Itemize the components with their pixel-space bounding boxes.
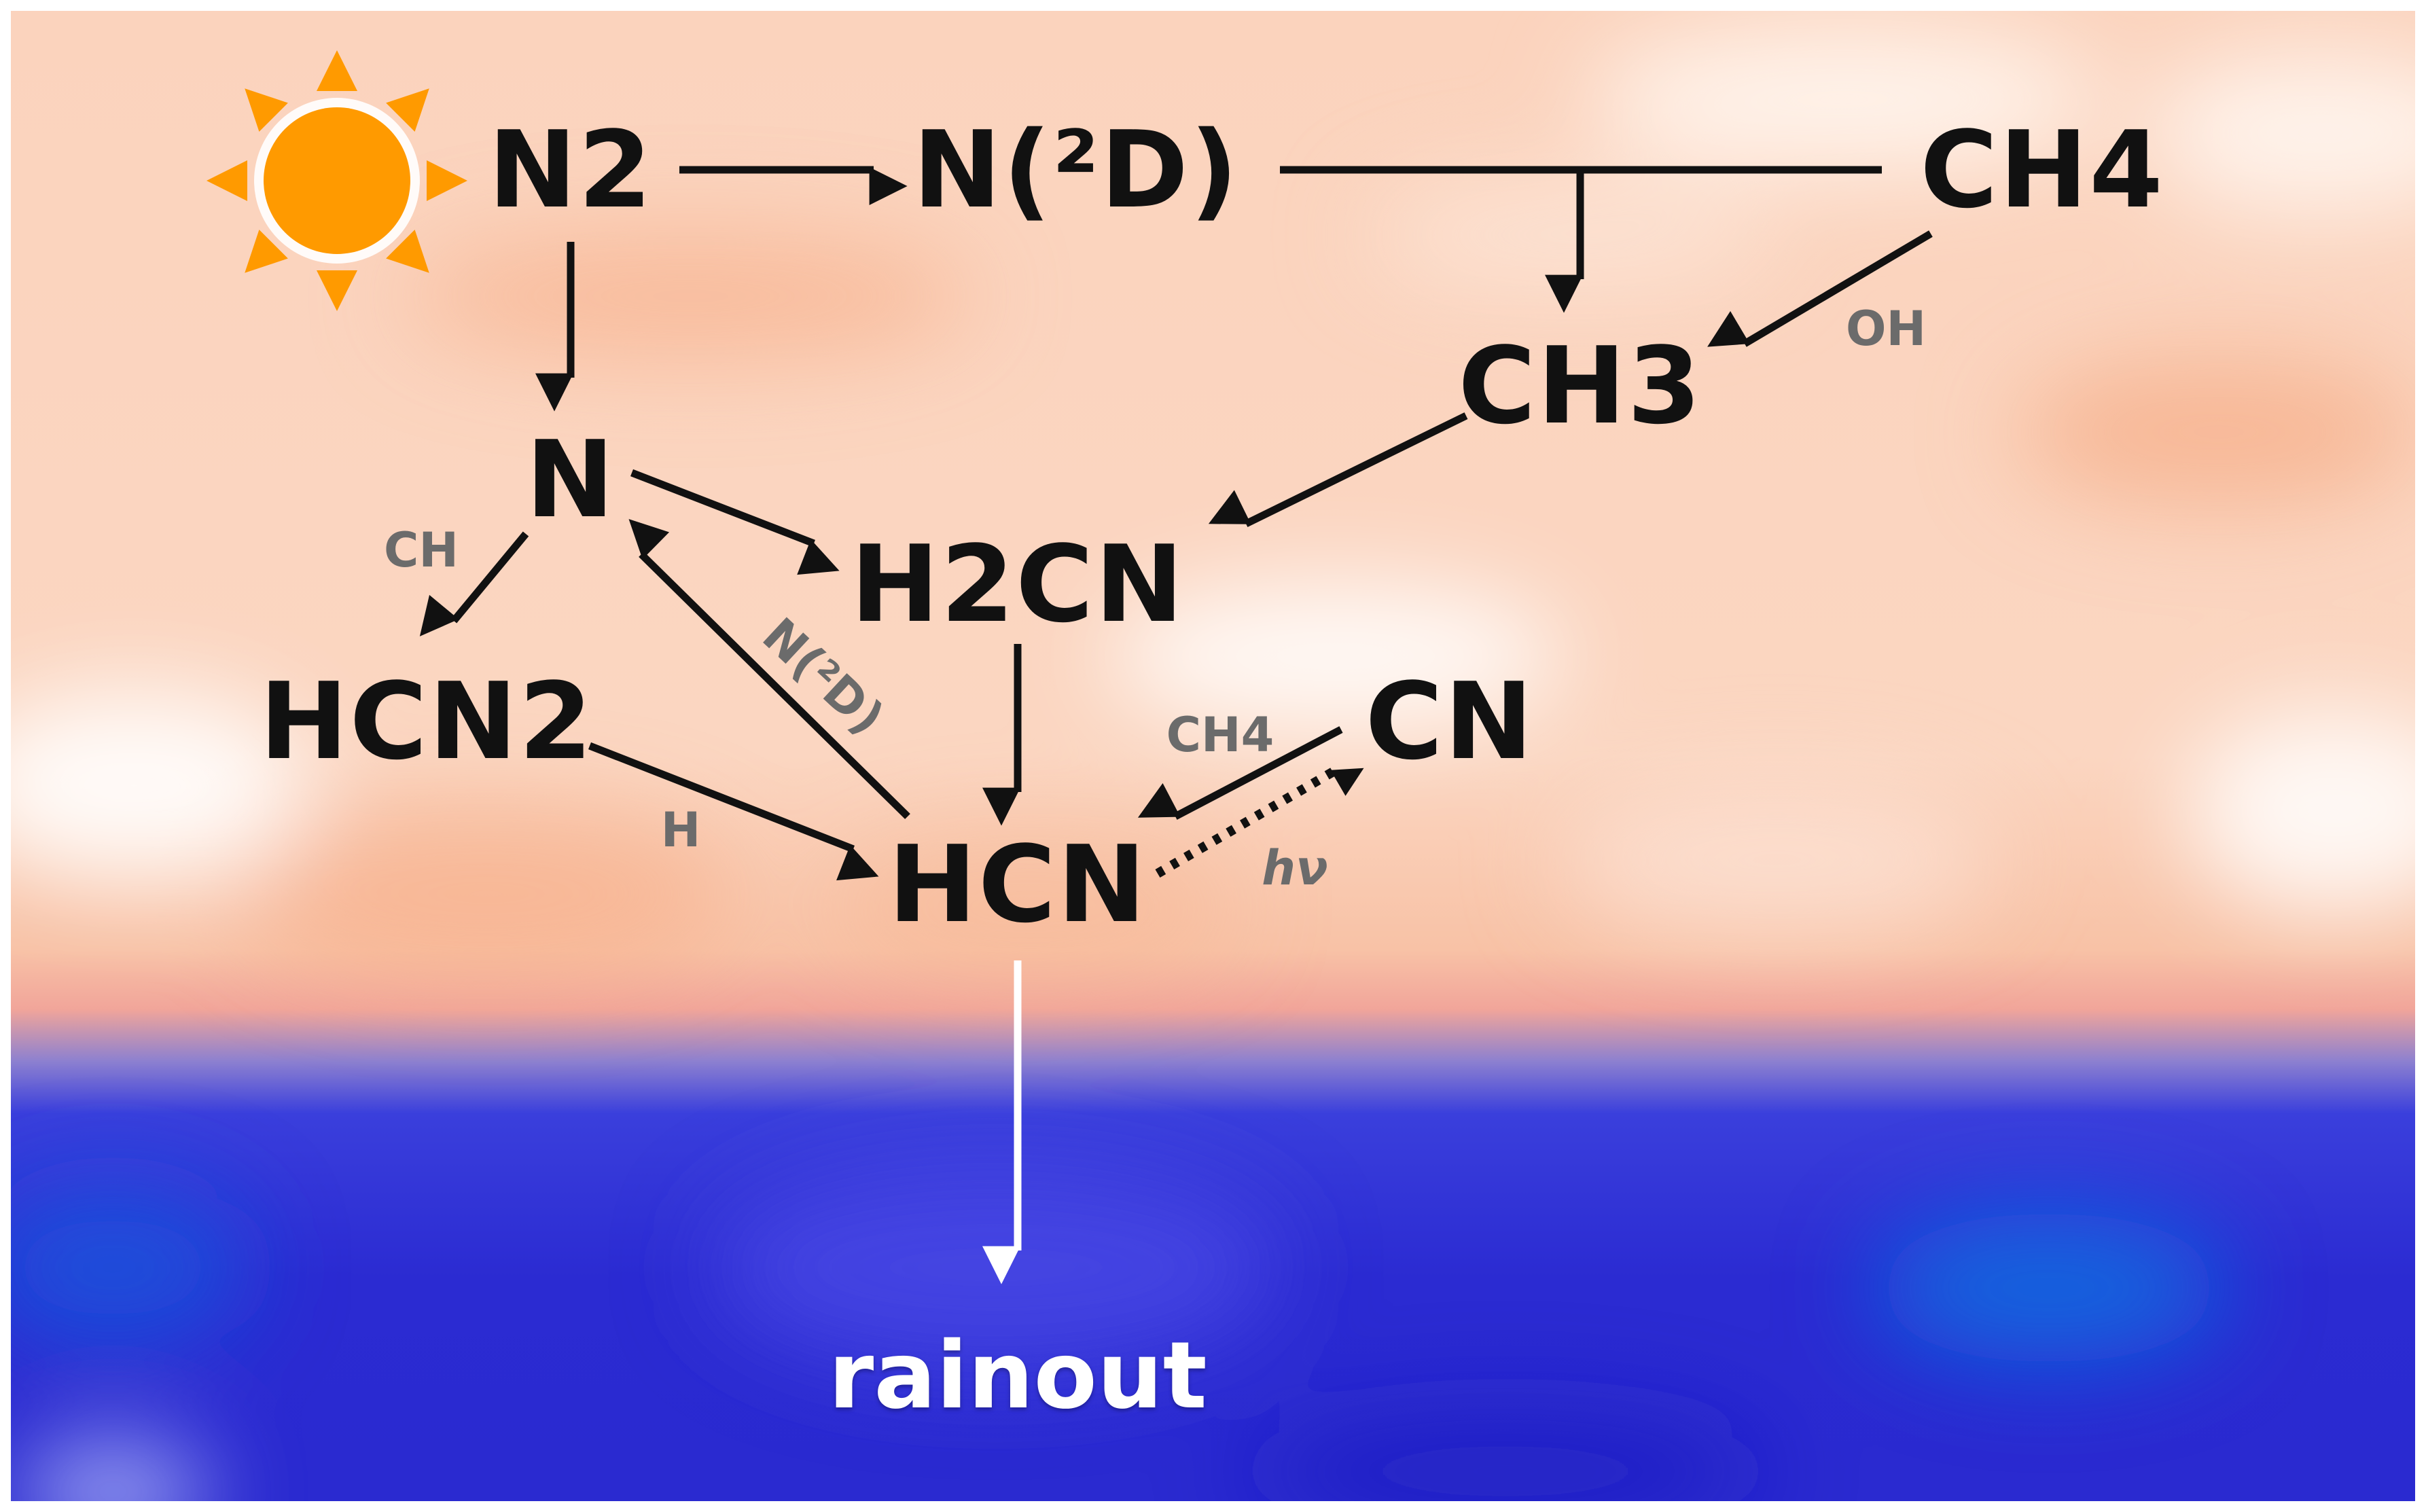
atmosphere-ocean-backdrop bbox=[11, 11, 2415, 1501]
reagent-ch: CH bbox=[384, 522, 459, 578]
diagram-frame: N2 N(²D) CH4 CH3 N H2CN HCN2 CN HCN OH C… bbox=[11, 11, 2415, 1501]
species-ch3: CH3 bbox=[1458, 324, 1702, 448]
species-n: N bbox=[525, 418, 616, 541]
sun-icon bbox=[207, 50, 467, 311]
species-hcn: HCN bbox=[888, 823, 1147, 946]
arrow-ch3-to-h2cn bbox=[1208, 412, 1468, 527]
arrow-hcn-to-cn-photolysis bbox=[1155, 766, 1364, 878]
arrow-cn-to-hcn bbox=[1137, 726, 1343, 820]
sun-disk bbox=[264, 107, 410, 254]
arrow-hcn2-to-hcn bbox=[588, 742, 879, 881]
species-hcn2: HCN2 bbox=[259, 660, 594, 783]
cloud-bands bbox=[11, 24, 2415, 1501]
arrow-n-to-h2cn bbox=[630, 469, 840, 575]
species-ch4: CH4 bbox=[1920, 108, 2164, 232]
reagent-ch4: CH4 bbox=[1166, 707, 1274, 763]
species-n2: N2 bbox=[488, 108, 654, 232]
reaction-arrows bbox=[419, 166, 1933, 1284]
species-n2d: N(²D) bbox=[912, 108, 1240, 232]
arrow-hcn-to-n bbox=[628, 519, 910, 819]
reagent-oh: OH bbox=[1845, 301, 1927, 357]
reagent-photon: hν bbox=[1262, 840, 1328, 896]
species-h2cn: H2CN bbox=[850, 522, 1185, 646]
species-cn: CN bbox=[1365, 660, 1535, 783]
reagent-h: H bbox=[660, 802, 701, 858]
arrow-n-to-hcn2 bbox=[419, 531, 529, 636]
sink-rainout: rainout bbox=[828, 1322, 1207, 1430]
arrow-ch4-to-ch3 bbox=[1707, 230, 1933, 347]
